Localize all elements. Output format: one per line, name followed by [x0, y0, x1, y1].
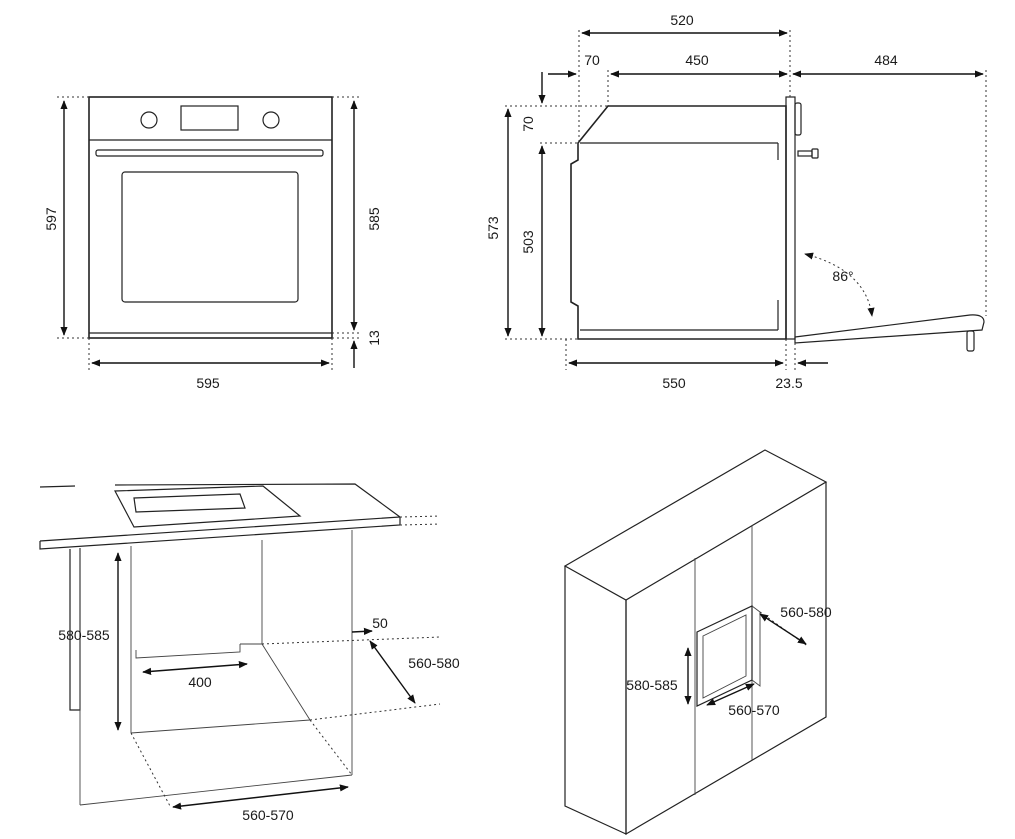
dim-front-width: 595	[196, 375, 220, 391]
dim-tc-niche-height: 580-585	[626, 677, 678, 693]
dim-side-depth-top: 450	[685, 52, 709, 68]
niche-opening	[696, 605, 753, 707]
hob-slot	[133, 493, 246, 513]
dim-uc-rear-gap: 50	[372, 615, 388, 631]
dim-line-uc-width	[172, 784, 349, 810]
dim-tc-niche-width: 560-570	[728, 702, 780, 718]
dim-line-uc-vent	[142, 661, 248, 675]
dim-side-door-thickness: 23.5	[775, 375, 802, 391]
oven-front-outline	[88, 96, 333, 339]
dim-uc-niche-height: 580-585	[58, 627, 110, 643]
cabinet-top	[563, 449, 828, 601]
dim-side-door-open-depth: 484	[874, 52, 898, 68]
dim-line-uc-depth	[369, 640, 416, 704]
dim-uc-vent-width: 400	[188, 674, 212, 690]
hob	[114, 485, 302, 528]
dim-uc-niche-depth: 560-580	[408, 655, 460, 671]
dim-line-tc-depth	[759, 613, 807, 645]
countertop-edge	[39, 517, 401, 550]
countertop-top	[39, 483, 402, 542]
front-frame	[785, 96, 796, 340]
dim-uc-niche-width: 560-570	[242, 807, 294, 823]
door-window	[121, 171, 299, 303]
under-counter-installation: 580-585 50 560-580 400 560-570	[39, 483, 460, 823]
door-handle	[95, 149, 324, 157]
dim-side-depth-overall: 520	[670, 12, 694, 28]
dim-front-height-bottom: 13	[366, 330, 382, 346]
side-view: 520 70 450 484 70 573 503 86° 550 23.5	[485, 12, 987, 391]
door-handle-open	[966, 330, 975, 352]
right-knob	[262, 111, 280, 129]
niche-floor-front	[130, 719, 311, 734]
dim-side-top-step: 70	[520, 116, 536, 132]
dim-side-top-offset: 70	[584, 52, 600, 68]
cabinet-left-side	[564, 566, 627, 835]
dim-side-height-inner: 503	[520, 230, 536, 254]
cabinet-front	[625, 482, 827, 836]
opened-door	[794, 314, 985, 344]
cabinet-bottom	[79, 774, 353, 806]
dim-tc-niche-depth: 560-580	[780, 604, 832, 620]
door-angle-arc	[804, 252, 875, 317]
display-panel	[180, 105, 239, 131]
dim-side-door-angle: 86°	[832, 268, 853, 284]
dim-front-height-body: 585	[366, 207, 382, 231]
dim-front-height-total: 597	[43, 207, 59, 231]
vent-cutout	[135, 644, 241, 659]
dim-side-height-total: 573	[485, 216, 501, 240]
front-view: 597 585 13 595	[43, 96, 382, 391]
handle-side	[797, 150, 813, 157]
dim-line-tc-width	[706, 683, 755, 706]
tall-cabinet-installation: 560-580 580-585 560-570	[563, 449, 832, 836]
niche-inner	[702, 614, 747, 699]
oven-side-outline	[570, 105, 787, 340]
left-knob	[140, 111, 158, 129]
dim-side-depth-body: 550	[662, 375, 686, 391]
dim-line-uc-rear-gap	[351, 627, 373, 636]
knob-side	[794, 102, 802, 136]
